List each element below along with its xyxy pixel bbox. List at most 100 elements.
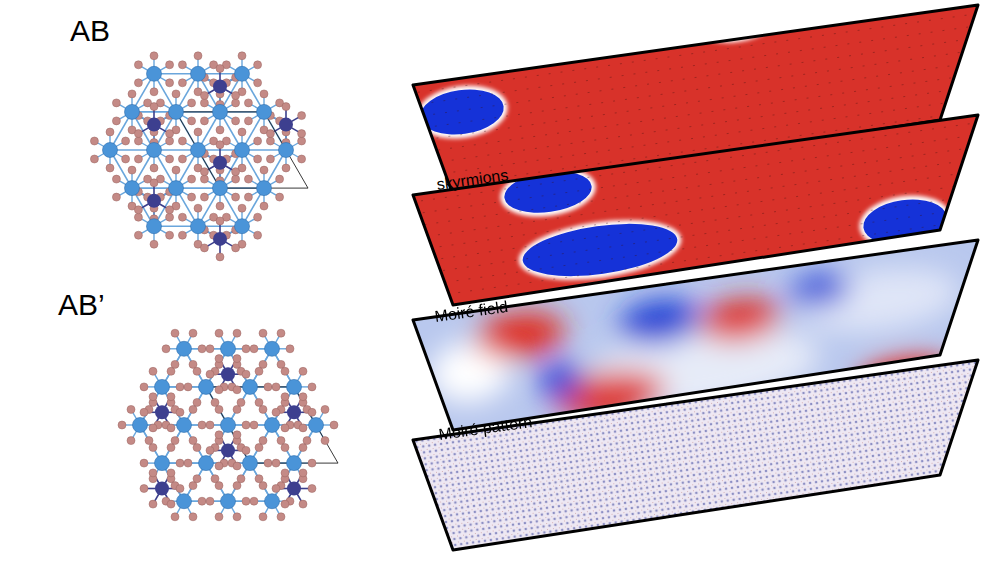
ligand-atom (277, 329, 285, 337)
ligand-atom (281, 469, 289, 477)
metal-atom (265, 418, 280, 433)
ligand-atom (254, 155, 262, 163)
ligand-atom (150, 164, 158, 172)
metal-atom (309, 418, 324, 433)
ligand-atom (232, 117, 240, 125)
ligand-atom (150, 240, 158, 248)
ligand-atom (166, 137, 174, 145)
ligand-atom (250, 421, 258, 429)
ligand-atom (178, 137, 186, 145)
ligand-atom (140, 408, 148, 416)
ligand-atom (206, 345, 214, 353)
ligand-atom (171, 360, 179, 368)
metal-atom (133, 418, 148, 433)
ligand-atom (150, 52, 158, 60)
ligand-atom (277, 360, 285, 368)
ligand-atom (127, 437, 135, 445)
ligand-atom (330, 421, 338, 429)
ligand-atom (171, 329, 179, 337)
ligand-atom (189, 360, 197, 368)
ligand-atom (255, 398, 263, 406)
ligand-atom (281, 500, 289, 508)
moire-lattice (413, 360, 978, 550)
ligand-atom (167, 393, 175, 401)
ligand-atom (200, 193, 208, 201)
ligand-atom (215, 329, 223, 337)
metal-atom (213, 232, 227, 246)
metal-atom (147, 118, 161, 132)
metal-atom (147, 143, 162, 158)
ligand-atom (176, 459, 184, 467)
metal-atom (177, 418, 192, 433)
ligand-atom (216, 202, 224, 210)
ligand-atom (259, 360, 267, 368)
metal-atom (279, 118, 293, 132)
ligand-atom (244, 175, 252, 183)
ligand-atom (194, 52, 202, 60)
ligand-atom (299, 444, 307, 452)
ligand-atom (298, 112, 306, 120)
field-lobe (617, 295, 702, 350)
ligand-atom (242, 497, 250, 505)
metal-atom (257, 104, 272, 119)
metal-atom (169, 104, 184, 119)
ligand-atom (128, 90, 136, 98)
ligand-atom (232, 168, 240, 176)
metal-atom (155, 456, 170, 471)
ligand-atom (166, 155, 174, 163)
ligand-atom (149, 469, 157, 477)
metal-atom (287, 379, 302, 394)
ligand-atom (242, 345, 250, 353)
ligand-atom (200, 244, 208, 252)
ligand-atom (233, 386, 241, 394)
ligand-atom (281, 393, 289, 401)
ligand-atom (299, 393, 307, 401)
ligand-atom (167, 367, 175, 375)
ligand-atom (112, 193, 120, 201)
ligand-atom (233, 405, 241, 413)
ligand-atom (149, 444, 157, 452)
ligand-atom (260, 166, 268, 174)
ligand-atom (266, 130, 274, 138)
ligand-atom (140, 383, 148, 391)
field-lobe (698, 295, 783, 346)
ligand-atom (178, 79, 186, 87)
field-lobe (788, 270, 852, 310)
ligand-atom (321, 405, 329, 413)
ligand-atom (255, 444, 263, 452)
ligand-atom (193, 444, 201, 452)
metal-atom (287, 405, 301, 419)
ligand-atom (189, 405, 197, 413)
ligand-atom (299, 469, 307, 477)
ligand-atom (298, 130, 306, 138)
ligand-atom (255, 475, 263, 483)
ligand-atom (233, 462, 241, 470)
ligand-atom (188, 99, 196, 107)
ligand-atom (281, 424, 289, 432)
ligand-atom (134, 137, 142, 145)
ligand-atom (122, 137, 130, 145)
ligand-atom (276, 175, 284, 183)
ligand-atom (215, 513, 223, 521)
metal-atom (147, 66, 162, 81)
metal-atom (265, 341, 280, 356)
metal-atom (213, 79, 227, 93)
ligand-atom (172, 90, 180, 98)
ligand-atom (282, 164, 290, 172)
ligand-atom (112, 99, 120, 107)
ligand-atom (188, 193, 196, 201)
ligand-atom (171, 513, 179, 521)
ligand-atom (112, 175, 120, 183)
ligand-atom (149, 393, 157, 401)
metal-atom (287, 456, 302, 471)
ligand-atom (134, 61, 142, 69)
ligand-atom (303, 437, 311, 445)
field-lobe (536, 359, 585, 401)
ligand-atom (167, 424, 175, 432)
crystal-structure (118, 329, 338, 521)
ligand-atom (254, 231, 262, 239)
ligand-atom (149, 500, 157, 508)
unit-cell (206, 387, 338, 463)
metal-atom (221, 341, 236, 356)
metal-atom (257, 181, 272, 196)
